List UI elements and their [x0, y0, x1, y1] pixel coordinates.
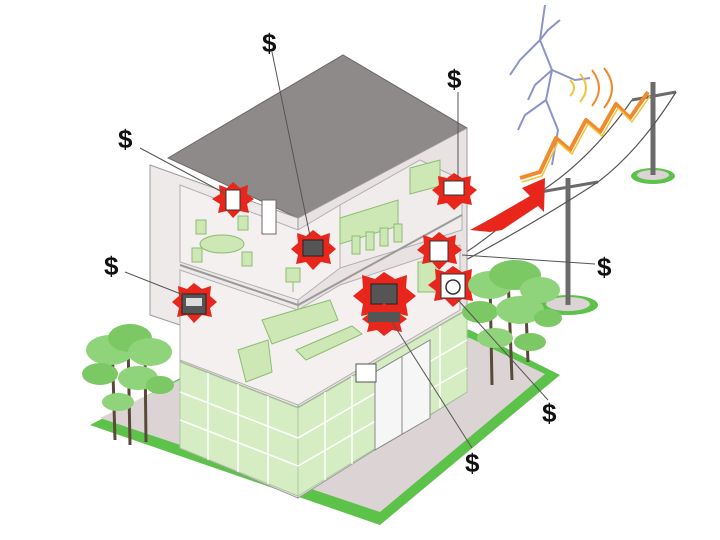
- lightning-bolt: [509, 4, 591, 166]
- surge-burst-tv-stand: [362, 303, 407, 336]
- utility-pole-far: [631, 82, 677, 184]
- furniture: [191, 159, 441, 383]
- wall-panel-icon: [355, 363, 377, 383]
- surge-burst-washer: [428, 266, 479, 307]
- armchair: [237, 339, 273, 383]
- dollar-marker-top-center: $: [262, 28, 277, 58]
- dollar-marker-mid-left: $: [104, 251, 119, 281]
- top-floor-door: [261, 199, 277, 235]
- leader-lines: [124, 51, 596, 449]
- dollar-marker-lower-right: $: [542, 398, 557, 428]
- surge-burst-computer: [291, 230, 336, 270]
- sofa: [261, 299, 339, 345]
- dollar-marker-mid-right: $: [597, 252, 612, 282]
- trees: [82, 260, 562, 446]
- surge-zigzag: [519, 90, 651, 183]
- surge-burst-microwave: [432, 173, 477, 210]
- tree-right: [462, 260, 562, 386]
- dollar-marker-bottom-center: $: [465, 448, 480, 478]
- tree-left: [82, 324, 174, 446]
- surge-waves-icon: [569, 67, 613, 109]
- surge-arrow: [470, 178, 545, 232]
- surge-burst-breaker-panel: [212, 182, 254, 218]
- surge-burst-heater: [172, 283, 217, 323]
- dollar-marker-upper-right: $: [447, 64, 462, 94]
- dollar-marker-upper-left: $: [118, 124, 133, 154]
- surge-burst-electric-panel: [417, 232, 462, 270]
- dining-table: [199, 234, 245, 254]
- coffee-table: [295, 325, 363, 361]
- surge-bursts: [172, 173, 479, 336]
- office-chair: [285, 267, 301, 283]
- utility-pole-near: [538, 178, 599, 315]
